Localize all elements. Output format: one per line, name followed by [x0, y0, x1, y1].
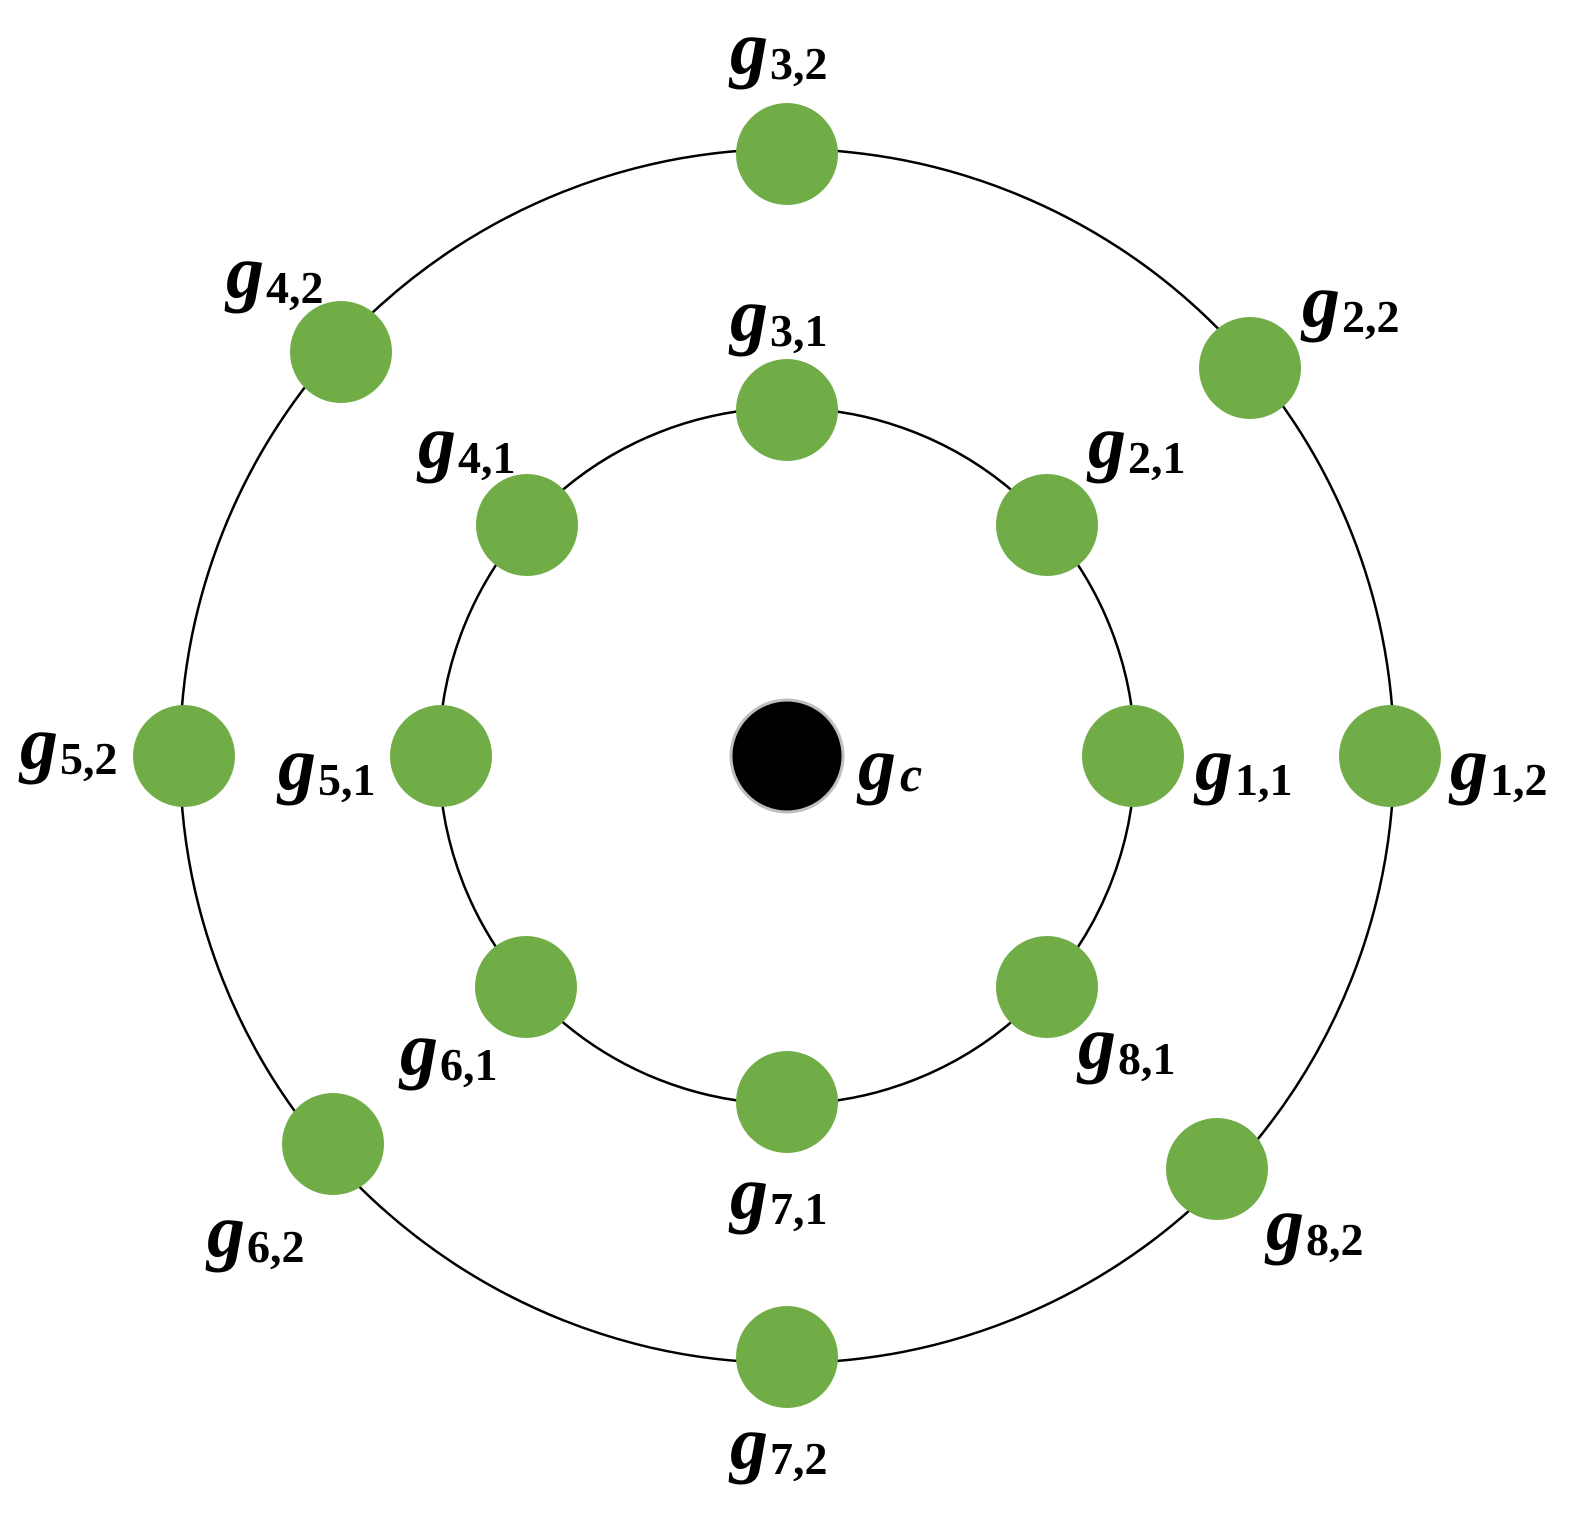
- label-g-1-1-subscript: 1,1: [1235, 754, 1293, 805]
- label-g-2-1-subscript: 2,1: [1128, 432, 1186, 483]
- label-g-5-2-main: g: [18, 701, 58, 785]
- label-g-6-2-subscript: 6,2: [247, 1221, 305, 1272]
- label-g-5-1-main: g: [276, 722, 316, 806]
- node-g-5-2: [133, 705, 235, 807]
- label-g-3-1-main: g: [728, 273, 768, 357]
- label-g-6-2: g6,2: [205, 1189, 305, 1273]
- label-g-1-1-main: g: [1193, 722, 1233, 806]
- label-g-6-1-main: g: [398, 1007, 438, 1091]
- label-g-7-1-main: g: [728, 1151, 768, 1235]
- label-g-4-2: g4,2: [224, 230, 324, 314]
- node-g-1-1: [1082, 705, 1184, 807]
- node-g-6-1: [475, 936, 577, 1038]
- label-g-4-1-subscript: 4,1: [458, 432, 516, 483]
- label-g-3-1: g3,1: [728, 273, 828, 357]
- label-g-3-1-subscript: 3,1: [770, 305, 828, 356]
- node-g-3-2: [736, 103, 838, 205]
- label-g-c-main: g: [856, 722, 896, 806]
- label-g-8-1-main: g: [1076, 1001, 1116, 1085]
- node-g-5-1: [390, 705, 492, 807]
- label-g-7-2: g7,2: [728, 1401, 828, 1485]
- label-g-5-2: g5,2: [18, 701, 118, 785]
- label-g-6-1: g6,1: [398, 1007, 498, 1091]
- labels-layer: g1,1g2,1g3,1g4,1g5,1g6,1g7,1g8,1g1,2g2,2…: [18, 6, 1548, 1485]
- label-g-2-2: g2,2: [1300, 259, 1400, 343]
- label-g-4-2-main: g: [224, 230, 264, 314]
- label-g-7-1-subscript: 7,1: [770, 1183, 828, 1234]
- node-g-7-1: [736, 1051, 838, 1153]
- label-g-5-1: g5,1: [276, 722, 376, 806]
- label-g-8-2-main: g: [1264, 1182, 1304, 1266]
- label-g-2-1-main: g: [1086, 400, 1126, 484]
- label-g-2-2-subscript: 2,2: [1342, 291, 1400, 342]
- label-g-1-1: g1,1: [1193, 722, 1293, 806]
- label-g-7-2-subscript: 7,2: [770, 1433, 828, 1484]
- label-g-8-2: g8,2: [1264, 1182, 1364, 1266]
- label-g-5-1-subscript: 5,1: [318, 754, 376, 805]
- label-g-4-1: g4,1: [416, 400, 516, 484]
- label-g-1-2-subscript: 1,2: [1490, 754, 1548, 805]
- node-g-8-2: [1166, 1118, 1268, 1220]
- label-g-2-2-main: g: [1300, 259, 1340, 343]
- label-g-6-1-subscript: 6,1: [440, 1039, 498, 1090]
- label-g-1-2-main: g: [1448, 722, 1488, 806]
- node-g-2-1: [996, 474, 1098, 576]
- node-g-1-2: [1339, 705, 1441, 807]
- node-g-4-1: [476, 474, 578, 576]
- label-g-c-subscript: c: [900, 746, 922, 802]
- node-g-7-2: [736, 1306, 838, 1408]
- node-g-c: [729, 698, 845, 814]
- label-g-2-1: g2,1: [1086, 400, 1186, 484]
- label-g-4-1-main: g: [416, 400, 456, 484]
- label-g-8-2-subscript: 8,2: [1306, 1214, 1364, 1265]
- label-g-1-2: g1,2: [1448, 722, 1548, 806]
- node-g-4-2: [290, 301, 392, 403]
- label-g-c: gc: [856, 722, 922, 806]
- label-g-5-2-subscript: 5,2: [60, 733, 118, 784]
- nodes-layer: [133, 103, 1441, 1408]
- label-g-8-1-subscript: 8,1: [1118, 1033, 1176, 1084]
- node-g-3-1: [736, 359, 838, 461]
- label-g-3-2-main: g: [728, 6, 768, 90]
- label-g-3-2-subscript: 3,2: [770, 38, 828, 89]
- label-g-3-2: g3,2: [728, 6, 828, 90]
- node-g-2-2: [1199, 317, 1301, 419]
- label-g-6-2-main: g: [205, 1189, 245, 1273]
- label-g-8-1: g8,1: [1076, 1001, 1176, 1085]
- label-g-4-2-subscript: 4,2: [266, 262, 324, 313]
- node-g-8-1: [996, 936, 1098, 1038]
- node-g-6-2: [282, 1093, 384, 1195]
- label-g-7-1: g7,1: [728, 1151, 828, 1235]
- label-g-7-2-main: g: [728, 1401, 768, 1485]
